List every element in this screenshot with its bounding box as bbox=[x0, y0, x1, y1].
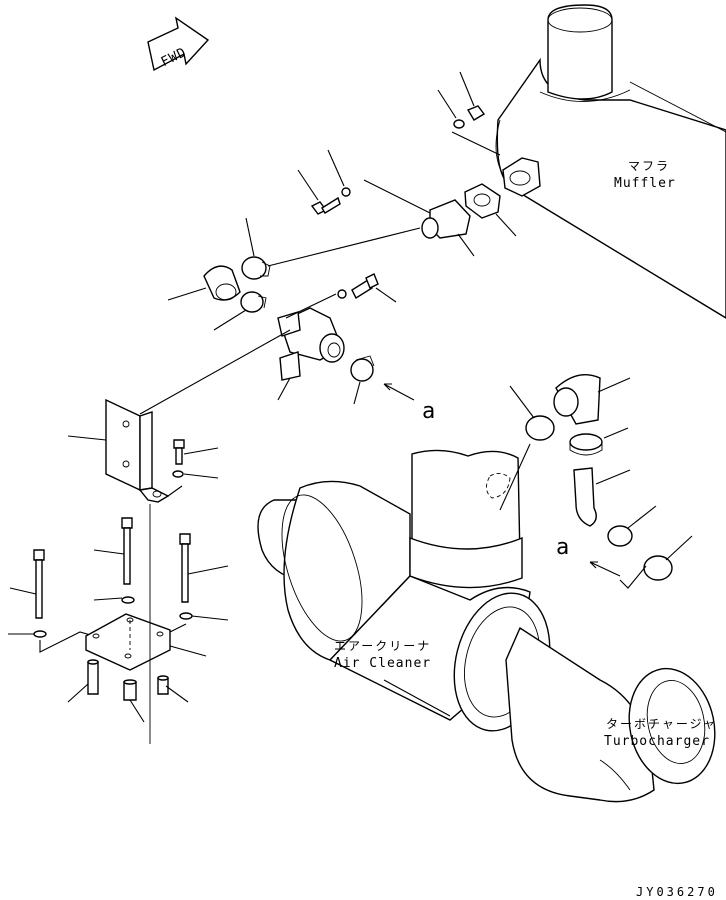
spacer-right bbox=[157, 675, 189, 703]
air-cleaner-jp-label: エアークリーナ bbox=[334, 639, 431, 653]
air-cleaner bbox=[257, 449, 551, 732]
elbow-hose-right bbox=[553, 374, 631, 425]
gasket bbox=[464, 183, 517, 237]
view-a-label-lower: a bbox=[556, 535, 569, 560]
turbo-jp-label: ターボチャージャ bbox=[606, 717, 717, 731]
bolt-top bbox=[297, 149, 441, 219]
valve-body bbox=[277, 293, 345, 401]
drawing-code: JY036270 bbox=[636, 885, 718, 899]
muffler bbox=[495, 4, 726, 319]
turbocharger bbox=[505, 626, 716, 803]
long-bolt-left bbox=[8, 549, 95, 653]
spacer-center bbox=[123, 679, 145, 723]
hose-clamp-lower bbox=[213, 291, 267, 331]
long-bolt-right bbox=[179, 533, 229, 621]
bracket-bolt bbox=[167, 439, 219, 497]
spacer-left bbox=[67, 659, 99, 703]
hose-short bbox=[167, 265, 241, 301]
hose-clamp-right-bottom bbox=[619, 535, 693, 589]
view-arrow-a-lower bbox=[589, 561, 621, 577]
view-a-label-upper: a bbox=[422, 399, 435, 424]
hose-clamp-upper bbox=[241, 217, 271, 280]
muffler-jp-label: マフラ bbox=[628, 159, 670, 173]
muffler-en-label: Muffler bbox=[614, 176, 676, 191]
nut-washer-set bbox=[437, 71, 501, 156]
elbow-connector bbox=[267, 199, 475, 267]
hose-clamp-right-upper bbox=[499, 385, 555, 511]
bolt-middle bbox=[337, 273, 397, 303]
hose-pipe-right bbox=[573, 467, 631, 527]
base-plate bbox=[85, 613, 207, 671]
mounting-bracket bbox=[67, 329, 291, 503]
air-cleaner-en-label: Air Cleaner bbox=[334, 656, 431, 671]
turbo-en-label: Turbocharger bbox=[604, 734, 710, 749]
hose-band-right bbox=[569, 427, 629, 456]
view-arrow-a-upper bbox=[383, 383, 415, 401]
fwd-arrow-icon: FWD bbox=[147, 16, 210, 72]
hose-clamp-right-lower bbox=[607, 505, 657, 547]
long-bolt-center bbox=[93, 517, 135, 604]
hose-clamp-valve bbox=[350, 355, 375, 405]
